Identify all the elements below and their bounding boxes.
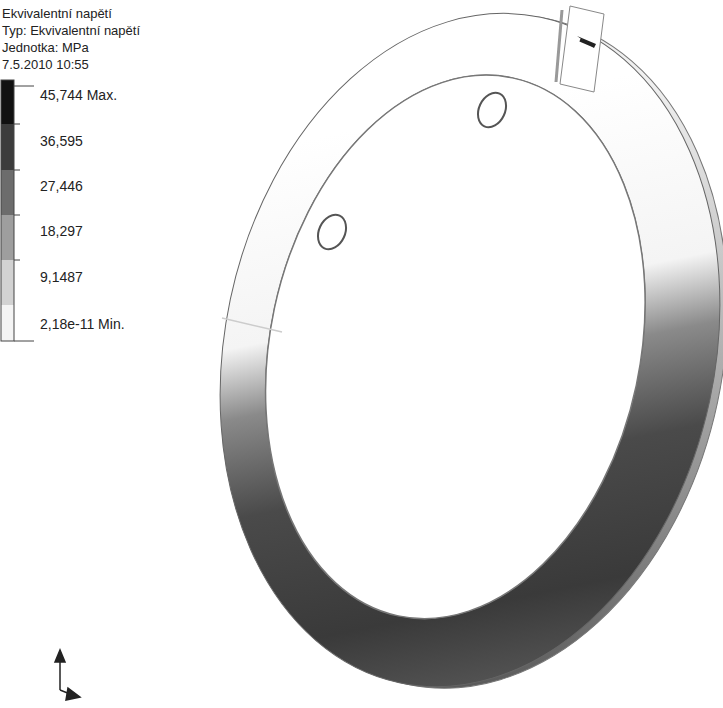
timestamp: 7.5.2010 10:55 bbox=[2, 57, 89, 72]
unit: Jednotka: MPa bbox=[2, 40, 89, 55]
load-arrow bbox=[577, 36, 596, 48]
scale-value: 2,18e-11 Min. bbox=[40, 316, 125, 332]
slot-wall bbox=[556, 10, 562, 82]
ring-face bbox=[160, 0, 723, 708]
scale-value: 45,744 Max. bbox=[40, 87, 117, 103]
bolt-hole bbox=[313, 210, 352, 254]
section-line bbox=[222, 318, 282, 332]
scale-value: 27,446 bbox=[40, 178, 83, 194]
bolt-hole bbox=[473, 88, 512, 132]
plot-title: Ekvivalentní napětí bbox=[2, 6, 112, 21]
result-type: Typ: Ekvivalentní napětí bbox=[2, 23, 140, 38]
color-scale bbox=[1, 80, 34, 341]
scale-value: 9,1487 bbox=[40, 269, 83, 285]
load-arrow bbox=[580, 40, 594, 46]
scale-value: 18,297 bbox=[40, 223, 83, 239]
scale-value: 36,595 bbox=[40, 133, 83, 149]
axis-triad bbox=[55, 650, 80, 700]
slot bbox=[560, 6, 604, 92]
